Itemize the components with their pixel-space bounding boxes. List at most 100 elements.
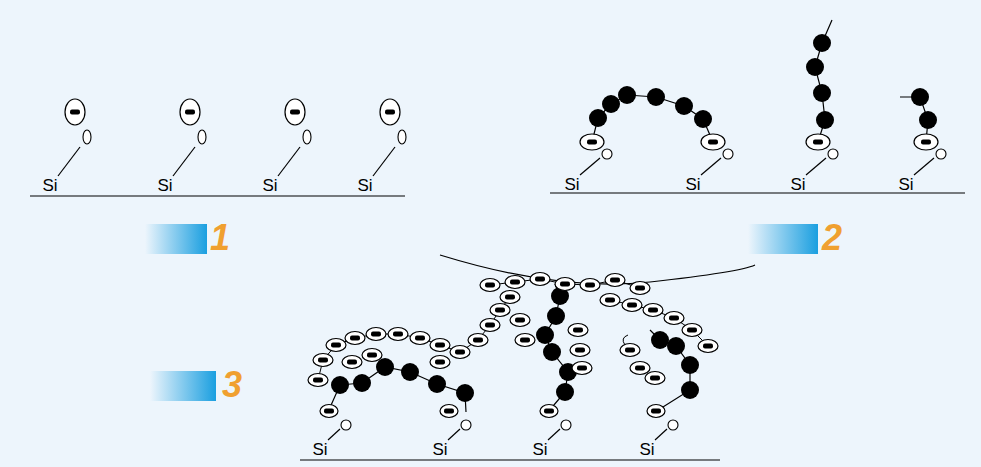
bond-line — [580, 158, 600, 175]
step-number: 3 — [222, 367, 242, 403]
substrate-label: Si — [262, 177, 277, 194]
anchor-group — [828, 149, 838, 159]
substrate-label: Si — [790, 176, 805, 193]
bond-line — [806, 158, 826, 175]
anion — [480, 279, 500, 292]
anion — [806, 134, 830, 150]
anchor-group — [561, 420, 571, 430]
anion — [430, 339, 450, 352]
anchor-group — [668, 420, 678, 430]
bond-line — [655, 429, 667, 440]
step-number: 1 — [210, 220, 230, 256]
substrate-label: Si — [42, 177, 57, 194]
surface-line — [550, 192, 965, 193]
anion — [664, 312, 684, 325]
step-bar — [145, 224, 207, 254]
anion — [605, 274, 625, 287]
monomer-bead — [602, 95, 620, 113]
substrate-label: Si — [564, 176, 579, 193]
monomer-bead — [681, 381, 699, 399]
bond-line — [548, 429, 560, 440]
anion — [682, 324, 702, 337]
anion — [580, 134, 604, 150]
anion — [430, 356, 450, 369]
anion — [540, 405, 558, 418]
anchor-group — [341, 420, 351, 430]
anion — [180, 99, 200, 125]
monomer-bead — [618, 86, 636, 104]
monomer-bead — [667, 337, 685, 355]
anion — [630, 282, 650, 295]
anchor-group — [936, 149, 946, 159]
monomer-bead — [536, 326, 554, 344]
anchor-group — [398, 130, 406, 144]
anchor-group — [303, 130, 311, 144]
anion — [645, 372, 665, 385]
illustration — [30, 20, 965, 460]
anion — [510, 314, 530, 327]
anion — [366, 328, 386, 341]
anion — [468, 334, 488, 347]
substrate-label: Si — [685, 176, 700, 193]
anchor-group — [461, 420, 471, 430]
anion — [600, 294, 620, 307]
substrate-label: Si — [532, 441, 547, 458]
anion — [313, 354, 333, 367]
anion — [580, 279, 600, 292]
anion — [65, 99, 85, 125]
anion — [515, 334, 535, 347]
anion — [342, 356, 362, 369]
anion — [555, 278, 575, 291]
monomer-bead — [376, 358, 394, 376]
anion — [326, 339, 346, 352]
bond-line — [448, 429, 460, 440]
substrate-label: Si — [898, 176, 913, 193]
anion — [450, 346, 470, 359]
anion — [345, 332, 365, 345]
anion — [643, 304, 663, 317]
polyelectrolyte-backbone — [318, 297, 510, 380]
anion — [380, 99, 400, 125]
substrate-label: Si — [312, 441, 327, 458]
anion — [572, 362, 592, 375]
monomer-bead — [589, 109, 607, 127]
monomer-bead — [401, 363, 419, 381]
anion — [698, 340, 718, 353]
anion — [285, 99, 305, 125]
substrate-label: Si — [639, 441, 654, 458]
substrate-label: Si — [357, 177, 372, 194]
bond-line — [173, 147, 195, 176]
monomer-bead — [428, 375, 446, 393]
bond-line — [914, 158, 934, 175]
anion — [647, 405, 665, 418]
monomer-bead — [456, 384, 474, 402]
anion — [630, 362, 650, 375]
monomer-bead — [547, 307, 565, 325]
monomer-bead — [806, 58, 824, 76]
step-bar — [150, 371, 216, 401]
anion — [308, 374, 328, 387]
monomer-bead — [651, 331, 669, 349]
anchor-group — [723, 149, 733, 159]
anion — [490, 304, 510, 317]
anion — [622, 299, 642, 312]
anion — [410, 332, 430, 345]
bond-line — [328, 429, 340, 440]
surface-line — [30, 195, 405, 196]
bond-line — [278, 147, 300, 176]
monomer-bead — [816, 111, 834, 129]
monomer-bead — [919, 111, 937, 129]
step-number: 2 — [822, 220, 842, 256]
step-bar — [748, 224, 818, 254]
anion — [500, 291, 520, 304]
anion — [480, 319, 500, 332]
monomer-bead — [353, 374, 371, 392]
anion — [568, 324, 588, 337]
anion — [530, 273, 550, 286]
substrate-label: Si — [157, 177, 172, 194]
anchor-group — [198, 130, 206, 144]
anion — [440, 405, 458, 418]
monomer-bead — [911, 88, 929, 106]
bond-line — [58, 147, 80, 176]
monomer-bead — [543, 343, 561, 361]
